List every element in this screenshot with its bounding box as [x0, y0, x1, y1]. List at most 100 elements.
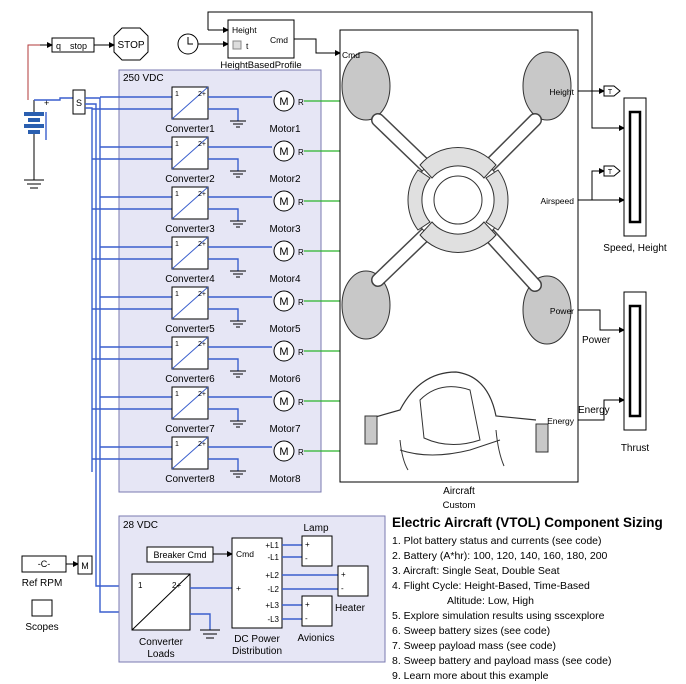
converter-label: Converter7 [165, 424, 215, 435]
info-item-5[interactable]: Altitude: Low, High [447, 595, 534, 607]
motor-8-icon[interactable] [273, 440, 295, 462]
motor-port: R [298, 298, 304, 307]
motor-2-icon[interactable] [273, 140, 295, 162]
goto-airspeed-block[interactable] [603, 165, 621, 177]
converter-port-2: 2+ [198, 441, 206, 448]
speed-height-label: Speed, Height [603, 243, 667, 254]
battery-plus-label: + [44, 98, 49, 108]
info-item-4[interactable]: 4. Flight Cycle: Height-Based, Time-Base… [392, 580, 590, 592]
converter-port-1: 1 [175, 91, 179, 98]
converter-port-1: 1 [175, 341, 179, 348]
rotor-shape-4 [522, 275, 572, 345]
ground-icon [24, 179, 44, 189]
load-minus-sign: - [341, 584, 344, 593]
info-title: Electric Aircraft (VTOL) Component Sizin… [392, 515, 663, 530]
motor-5-icon[interactable] [273, 290, 295, 312]
motor-6-icon[interactable] [273, 340, 295, 362]
info-item-7[interactable]: 6. Sweep battery sizes (see code) [392, 625, 551, 637]
scope-screen-icon-2 [628, 304, 642, 418]
converter-port-2: 2+ [198, 191, 206, 198]
dist-port-3: +L2 [265, 571, 279, 580]
info-item-6[interactable]: 5. Explore simulation results using ssce… [392, 610, 605, 622]
goto-height-block[interactable] [603, 85, 621, 97]
info-item-2[interactable]: 2. Battery (A*hr): 100, 120, 140, 160, 1… [392, 550, 608, 562]
motor-3-icon[interactable] [273, 190, 295, 212]
info-item-9[interactable]: 8. Sweep battery and payload mass (see c… [392, 655, 612, 667]
motor-label: Motor4 [269, 274, 301, 285]
motor-7-icon[interactable] [273, 390, 295, 412]
motor-symbol: M [279, 196, 288, 208]
converter-port-2: 2+ [198, 91, 206, 98]
goto-airspeed-tag: T [608, 169, 613, 176]
motor-label: Motor8 [269, 474, 301, 485]
rotor-row-6: 12+Converter6MRMotor6Rotor6 [92, 336, 368, 385]
profile-icon [232, 40, 242, 50]
converter-port-1: 1 [175, 441, 179, 448]
motor-port: R [298, 248, 304, 257]
bus-28vdc-label: 28 VDC [123, 520, 158, 531]
load-minus-sign: - [305, 554, 308, 563]
dc-power-distribution-block[interactable] [231, 537, 283, 629]
info-item-3[interactable]: 3. Aircraft: Single Seat, Double Seat [392, 565, 560, 577]
aircraft-height-port: Height [549, 87, 574, 97]
motor-port: R [298, 398, 304, 407]
heater-block[interactable] [337, 565, 369, 597]
stop-q-label: q [56, 41, 61, 51]
aircraft-cmd-port: Cmd [342, 50, 360, 60]
bus-250vdc-area [118, 69, 322, 493]
ground-icon [230, 120, 246, 128]
converter-port-1: 1 [175, 141, 179, 148]
ref-rpm-mux[interactable] [77, 555, 93, 575]
motor-symbol: M [279, 446, 288, 458]
motor-label: Motor7 [269, 424, 301, 435]
stop-block[interactable] [113, 27, 149, 61]
info-item-8[interactable]: 7. Sweep payload mass (see code) [392, 640, 557, 652]
converter-port-2: 2+ [198, 241, 206, 248]
aircraft-name: Aircraft [443, 486, 475, 497]
aircraft-airspeed-port: Airspeed [540, 196, 574, 206]
battery-sensor-block[interactable] [72, 89, 86, 115]
converter-label: Converter8 [165, 474, 215, 485]
converter-port-1: 1 [175, 291, 179, 298]
ref-rpm-mux-label: M [81, 561, 89, 571]
aircraft-subtitle: Custom [443, 500, 476, 511]
motor-symbol: M [279, 396, 288, 408]
battery-icon[interactable] [24, 100, 44, 180]
motor-symbol: M [279, 296, 288, 308]
dist-cmd-port: Cmd [236, 549, 254, 559]
heater-label: Heater [335, 603, 366, 614]
thrust-label: Thrust [621, 443, 650, 454]
motor-label: Motor2 [269, 174, 301, 185]
load-minus-sign: - [305, 614, 308, 623]
scopes-subsystem[interactable] [31, 599, 53, 617]
energy-signal-label: Energy [578, 405, 610, 416]
converter-label: Converter1 [165, 124, 215, 135]
motor-4-icon[interactable] [273, 240, 295, 262]
scopes-label: Scopes [25, 622, 58, 633]
dist-port-2: -L1 [267, 553, 279, 562]
converter-port-2: 2+ [198, 341, 206, 348]
scope-screen-icon [628, 110, 642, 224]
motor-symbol: M [279, 346, 288, 358]
lamp-block[interactable] [301, 535, 333, 567]
converter-port-2: 2+ [198, 141, 206, 148]
info-item-10[interactable]: 9. Learn more about this example [392, 670, 549, 682]
ground-icon [230, 270, 246, 278]
converter-label: Converter2 [165, 174, 215, 185]
rotor-row-8: 12+Converter8MRMotor8Rotor8 [92, 436, 368, 485]
ground-icon [230, 220, 246, 228]
info-item-1[interactable]: 1. Plot battery status and currents (see… [392, 535, 602, 547]
stop-label: stop [70, 41, 87, 51]
motor-symbol: M [279, 146, 288, 158]
motor-symbol: M [279, 96, 288, 108]
motor-port: R [298, 198, 304, 207]
motor-1-icon[interactable] [273, 90, 295, 112]
converter-label: Converter5 [165, 324, 215, 335]
motor-port: R [298, 348, 304, 357]
avionics-block[interactable] [301, 595, 333, 627]
rotor-shape-3 [341, 270, 391, 340]
stop-block-label: STOP [117, 40, 144, 51]
dist-port-4: -L2 [267, 585, 279, 594]
profile-t-port: t [246, 41, 249, 51]
